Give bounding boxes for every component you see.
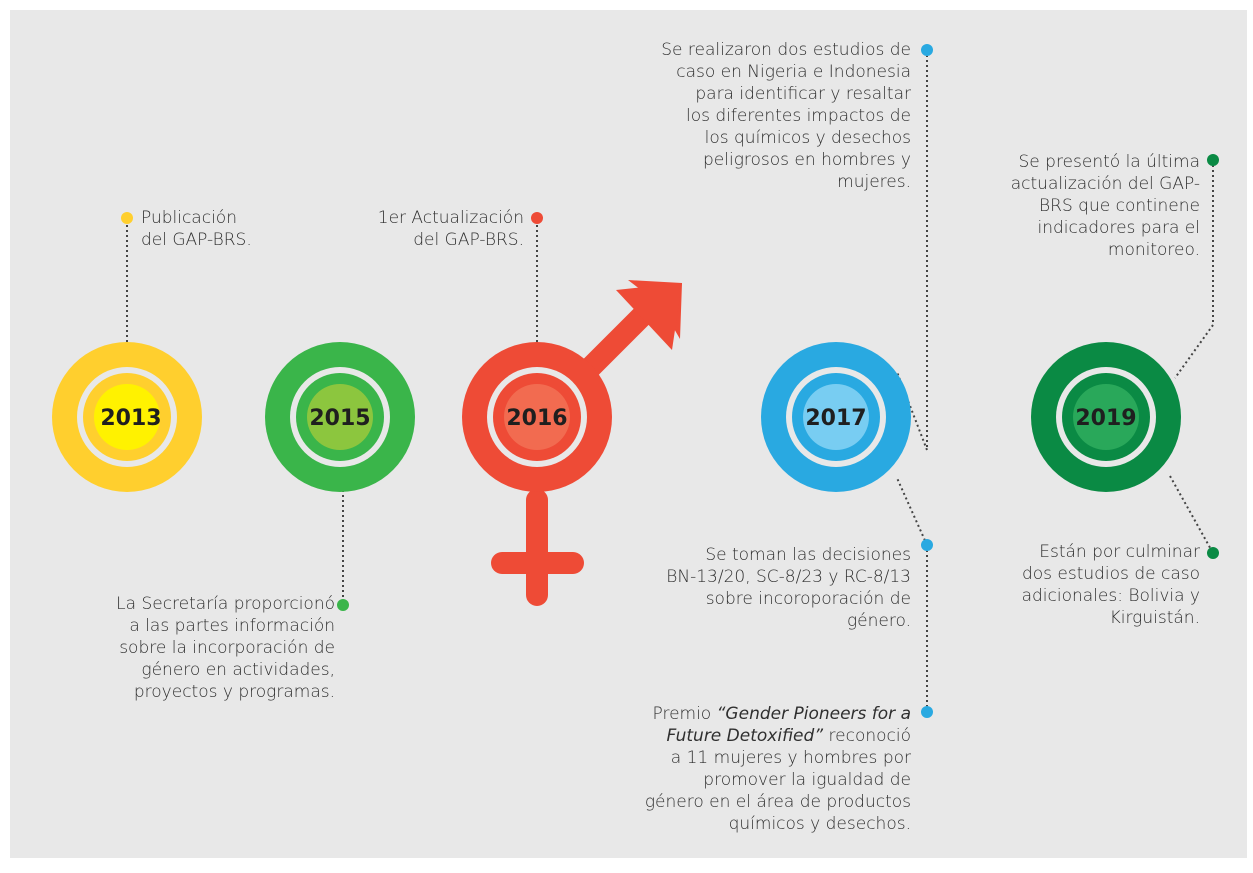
note-2017c-line: Premio “Gender Pioneers for a <box>571 703 912 725</box>
note-2019b-line: Kirguistán. <box>1109 608 1200 628</box>
note-2016-line: 1er Actualización <box>377 208 524 228</box>
note-2019a-line: BRS que continene <box>1039 196 1200 216</box>
note-2017a: Se realizaron dos estudios de caso en Ni… <box>591 39 911 193</box>
bullet-dot-2017c <box>921 706 933 718</box>
circle-2019: 2019 <box>1031 342 1181 492</box>
note-2017a-line: peligrosos en hombres y <box>703 150 911 170</box>
note-2017c-line: a 11 mujeres y hombres por <box>670 748 911 768</box>
note-2017b: Se toman las decisiones BN-13/20, SC-8/2… <box>591 544 911 632</box>
note-2019b-line: dos estudios de caso <box>1021 564 1200 584</box>
note-2017c-line: químicos y desechos. <box>728 814 911 834</box>
award-name-part1: “Gender Pioneers for a <box>716 704 911 724</box>
note-2017c-line: género en el área de productos <box>644 792 911 812</box>
bullet-dot-2019b <box>1207 547 1219 559</box>
note-2017c-after: reconoció <box>823 726 911 746</box>
note-2015: La Secretaría proporcionó a las partes i… <box>35 593 335 703</box>
note-2017c-line: promover la igualdad de <box>703 770 911 790</box>
note-2017b-line: sobre incoroporación de <box>705 589 911 609</box>
note-2019a: Se presentó la última actualización del … <box>950 151 1200 261</box>
note-2016: 1er Actualización del GAP-BRS. <box>324 207 524 251</box>
note-2017a-line: caso en Nigeria e Indonesia <box>676 62 911 82</box>
circle-2017: 2017 <box>761 342 911 492</box>
note-2017a-line: para identificar y resaltar <box>695 84 911 104</box>
year-label-2017: 2017 <box>805 406 866 431</box>
year-label-2016: 2016 <box>506 406 567 431</box>
note-2017b-line: BN-13/20, SC-8/23 y RC-8/13 <box>666 567 911 587</box>
note-2013-line: del GAP-BRS. <box>141 230 252 250</box>
note-2015-line: La Secretaría proporcionó <box>116 594 335 614</box>
note-2017a-line: los diferentes impactos de <box>686 106 911 126</box>
venus-cross-icon <box>491 489 584 606</box>
award-name-part2: Future Detoxified” <box>666 726 824 746</box>
note-2017a-line: Se realizaron dos estudios de <box>661 40 911 60</box>
connector-2019a <box>1174 160 1214 379</box>
circle-2013: 2013 <box>52 342 202 492</box>
connector-2017b <box>896 477 928 546</box>
note-2019b: Están por culminar dos estudios de caso … <box>950 541 1200 629</box>
year-label-2019: 2019 <box>1075 406 1136 431</box>
note-2019a-line: actualización del GAP- <box>1010 174 1200 194</box>
note-2013-line: Publicación <box>141 208 237 228</box>
note-2019a-line: monitoreo. <box>1107 240 1200 260</box>
note-2013: Publicación del GAP-BRS. <box>141 207 252 251</box>
circle-2016: 2016 <box>462 342 612 492</box>
bullet-dot-2013 <box>121 212 133 224</box>
bullet-dot-2017a <box>921 44 933 56</box>
note-2019a-line: Se presentó la última <box>1018 152 1201 172</box>
bullet-dot-2019a <box>1207 154 1219 166</box>
note-2015-line: género en actividades, <box>141 660 335 680</box>
mars-arrow-icon <box>579 280 682 379</box>
note-2017c-prefix: Premio <box>652 704 717 724</box>
circle-2015: 2015 <box>265 342 415 492</box>
year-label-2015: 2015 <box>309 406 370 431</box>
bullet-dot-2017b <box>921 539 933 551</box>
note-2017a-line: los químicos y desechos <box>704 128 911 148</box>
note-2015-line: a las partes información <box>129 616 335 636</box>
year-label-2013: 2013 <box>100 406 161 431</box>
note-2019b-line: Están por culminar <box>1039 542 1200 562</box>
note-2019b-line: adicionales: Bolivia y <box>1021 586 1200 606</box>
note-2015-line: sobre la incorporación de <box>119 638 335 658</box>
gender-symbol <box>491 280 682 606</box>
note-2015-line: proyectos y programas. <box>133 682 335 702</box>
note-2017c-line: Future Detoxified” reconoció <box>571 725 911 747</box>
note-2017b-line: género. <box>846 611 911 631</box>
note-2017c: Premio “Gender Pioneers for a Future Det… <box>571 703 911 835</box>
note-2016-line: del GAP-BRS. <box>413 230 524 250</box>
note-2017a-line: mujeres. <box>837 172 911 192</box>
bullet-dot-2016 <box>531 212 543 224</box>
note-2017b-line: Se toman las decisiones <box>705 545 911 565</box>
note-2019a-line: indicadores para el <box>1037 218 1200 238</box>
bullet-dots <box>121 44 1219 718</box>
bullet-dot-2015 <box>337 599 349 611</box>
